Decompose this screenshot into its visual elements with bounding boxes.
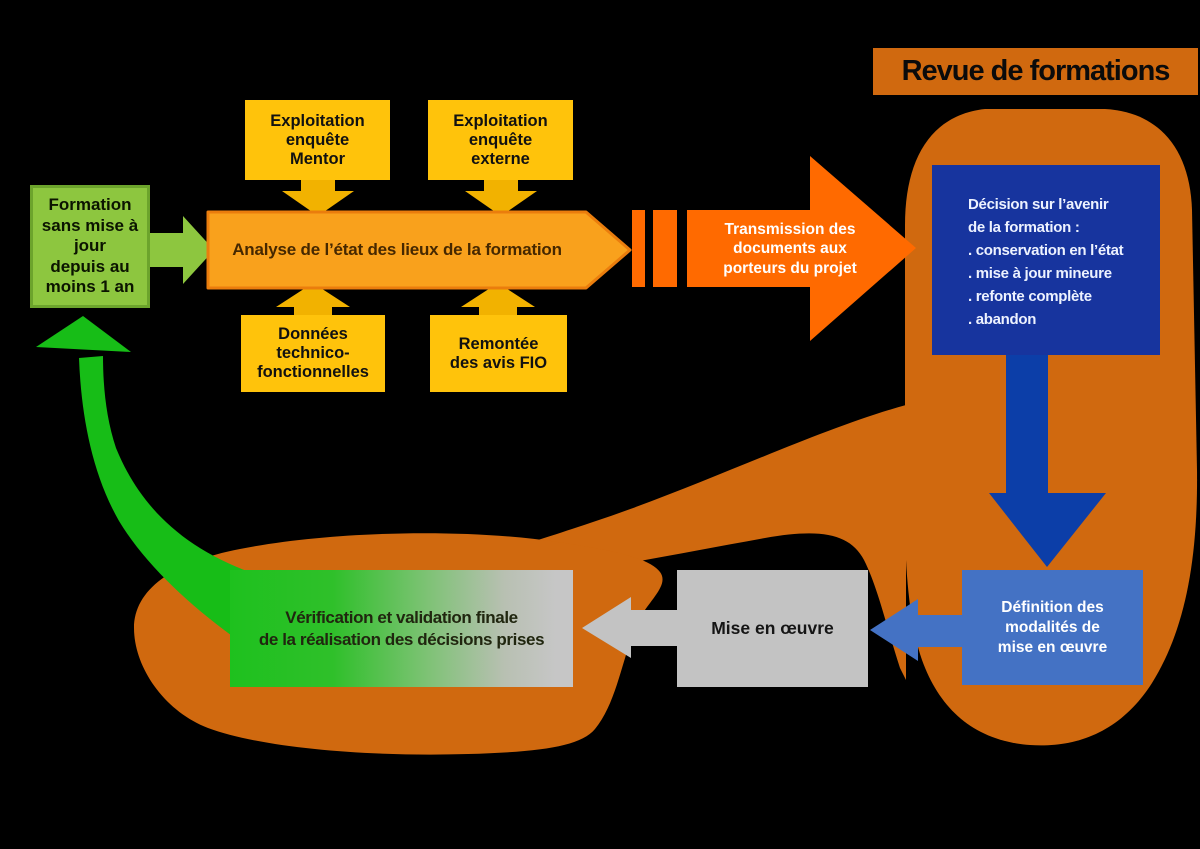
transmission-stripe-1 — [632, 210, 645, 287]
text-line: documents aux — [733, 240, 847, 258]
node-formation-sans-mise-a-jour: Formation sans mise à jour depuis au moi… — [30, 185, 150, 308]
diagram-title: Revue de formations — [873, 48, 1198, 95]
text-line: Vérification et validation finale — [285, 607, 518, 627]
text-line: Exploitation — [453, 111, 548, 130]
transmission-stripe-2 — [653, 210, 677, 287]
node-remontee-avis-fio: Remontée des avis FIO — [430, 315, 567, 392]
node-decision-avenir-formation: Décision sur l’avenir de la formation : … — [932, 165, 1160, 355]
text-line: porteurs du projet — [723, 259, 857, 277]
feedback-arrow-head — [36, 316, 131, 352]
text-line: Formation — [48, 195, 132, 215]
node-verification-validation: Vérification et validation finale de la … — [230, 570, 573, 687]
text-line: externe — [471, 149, 530, 168]
text-line: de la formation : — [968, 219, 1080, 236]
text-line: . conservation en l’état — [968, 242, 1124, 259]
text-line: enquête — [285, 130, 350, 149]
node-definition-modalites: Définition des modalités de mise en œuvr… — [962, 570, 1143, 685]
text-line: . mise à jour mineure — [968, 265, 1112, 282]
text-line: Remontée — [458, 334, 539, 353]
down-arrow-externe — [465, 178, 537, 216]
analyse-arrow — [206, 210, 632, 290]
node-exploitation-enquete-mentor: Exploitation enquête Mentor — [245, 100, 390, 180]
node-transmission-documents: Transmission des documents aux porteurs … — [695, 211, 885, 287]
text-line: Exploitation — [270, 111, 365, 130]
text-line: moins 1 an — [45, 277, 135, 297]
transmission-arrow — [687, 156, 916, 341]
up-arrow-donnees — [276, 283, 350, 318]
up-arrow-fio — [461, 283, 535, 318]
text-line: Transmission des — [724, 220, 856, 238]
text-line: depuis au — [50, 256, 130, 276]
text-line: Mentor — [290, 149, 345, 168]
node-analyse-etat-des-lieux: Analyse de l’état des lieux de la format… — [232, 240, 562, 259]
node-exploitation-enquete-externe: Exploitation enquête externe — [428, 100, 573, 180]
text-line: fonctionnelles — [257, 363, 369, 381]
text-line: Décision sur l’avenir — [968, 196, 1109, 213]
text-line: . abandon — [968, 311, 1037, 328]
definition-left-arrow — [870, 599, 966, 661]
feedback-arrow — [79, 356, 252, 650]
start-arrow — [148, 216, 214, 284]
text-line: technico- — [276, 344, 350, 362]
text-line: enquête — [468, 130, 533, 149]
down-arrow-mentor — [282, 178, 354, 216]
text-line: de la réalisation des décisions prises — [258, 629, 545, 649]
text-line: Définition des — [1001, 598, 1104, 616]
text-line: des avis FIO — [449, 353, 548, 372]
node-donnees-technico-fonctionnelles: Données technico- fonctionnelles — [241, 315, 385, 392]
text-line: modalités de — [1005, 618, 1100, 636]
decision-down-arrow — [989, 350, 1106, 567]
mise-left-arrow — [582, 597, 680, 658]
text-line: mise en œuvre — [997, 638, 1108, 656]
text-line: sans mise à — [41, 215, 139, 235]
text-line: . refonte complète — [968, 288, 1092, 305]
text-line: Données — [278, 325, 348, 343]
text-line: jour — [73, 236, 107, 256]
orange-blob-swoosh — [485, 405, 906, 680]
node-mise-en-oeuvre: Mise en œuvre — [677, 570, 868, 687]
